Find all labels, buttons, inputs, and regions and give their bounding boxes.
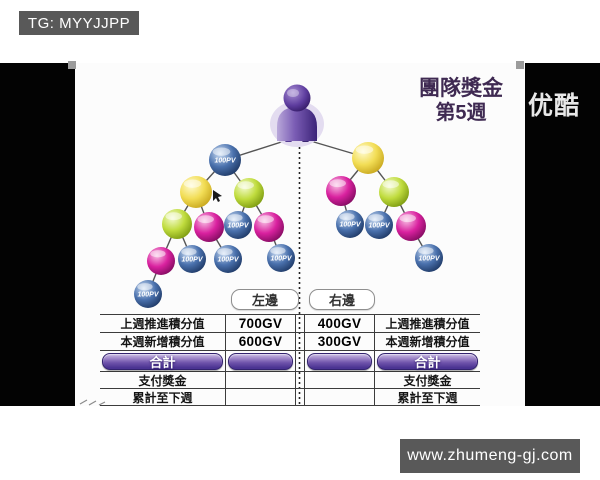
ball-highlight [150, 250, 166, 258]
ball-highlight [165, 212, 182, 221]
divider-gap [296, 333, 304, 351]
ball-highlight [227, 214, 243, 222]
ball-highlight [355, 145, 374, 154]
pay-label-right: 支付獎金 [375, 372, 480, 389]
divider-gap [296, 372, 304, 389]
youku-logo: 优酷 [528, 92, 581, 120]
total-pill-right-value [307, 352, 372, 370]
slide-title: 團隊獎金 第5週 [405, 77, 517, 125]
mouse-cursor [213, 190, 222, 202]
ball-highlight [137, 283, 153, 291]
ball-highlight [368, 214, 384, 222]
total-pill-cell [225, 351, 296, 372]
pay-value-right [304, 372, 375, 389]
value-left-prev-week: 700GV [225, 315, 296, 333]
row-label-left: 本週新增積分值 [100, 333, 225, 351]
node-pv-label: 100PV [418, 256, 440, 263]
slide-title-line2: 第5週 [435, 102, 487, 124]
value-right-prev-week: 400GV [304, 315, 375, 333]
total-pill-cell: 合計 [100, 351, 225, 372]
ball-highlight [212, 147, 231, 156]
divider-gap [296, 315, 304, 333]
ball-highlight [339, 213, 355, 221]
ball-highlight [382, 180, 399, 189]
node-pv-label: 100PV [270, 256, 292, 263]
total-pill-left-label: 合計 [102, 352, 223, 370]
website-tag: www.zhumeng-gj.com [400, 439, 580, 473]
row-label-right: 本週新增積分值 [375, 333, 480, 351]
ball-highlight [183, 179, 202, 188]
resize-handle-top-left[interactable] [68, 61, 76, 69]
zone-right-chip: 右邊 [309, 289, 375, 310]
node-pv-label: 100PV [181, 257, 203, 264]
ball-highlight [270, 247, 286, 255]
binary-tree-diagram: 100PV 100PV 100PV 100PV 100PV 100PV 100PV 100PV… [79, 84, 443, 406]
ball-highlight [329, 179, 346, 188]
ball-highlight [418, 247, 434, 255]
total-pill-cell: 合計 [375, 351, 480, 372]
ball-highlight [237, 181, 254, 190]
ball-highlight [197, 215, 214, 224]
resize-handle-top-right[interactable] [516, 61, 524, 69]
node-pv-label: 100PV [217, 257, 239, 264]
total-pill-right-label: 合計 [377, 352, 478, 370]
row-label-right: 上週推進積分值 [375, 315, 480, 333]
pay-label-left: 支付獎金 [100, 372, 225, 389]
ball-highlight [257, 215, 274, 224]
carry-value-left [225, 389, 296, 406]
node-pv-label: 100PV [137, 292, 159, 299]
ball-highlight [181, 248, 197, 256]
value-right-new-week: 300GV [304, 333, 375, 351]
carry-label-left: 累計至下週 [100, 389, 225, 406]
node-pv-label: 100PV [368, 223, 390, 230]
divider-gap [296, 389, 304, 406]
ball-highlight [399, 214, 416, 223]
slide-title-line1: 團隊獎金 [419, 77, 503, 100]
telegram-tag: TG: MYYJJPP [19, 11, 139, 35]
ball-highlight [217, 248, 233, 256]
gv-table: 上週推進積分值 700GV 400GV 上週推進積分值 本週新增積分值 600G… [100, 314, 480, 406]
zone-left-chip: 左邊 [231, 289, 299, 310]
person-icon [270, 84, 324, 147]
pen-marks [79, 399, 106, 406]
divider-gap [296, 351, 304, 372]
carry-label-right: 累計至下週 [375, 389, 480, 406]
node-pv-label: 100PV [227, 223, 249, 230]
value-left-new-week: 600GV [225, 333, 296, 351]
pay-value-left [225, 372, 296, 389]
node-pv-label: 100PV [214, 158, 236, 165]
node-pv-label: 100PV [339, 222, 361, 229]
carry-value-right [304, 389, 375, 406]
total-pill-cell [304, 351, 375, 372]
total-pill-left-value [228, 352, 293, 370]
row-label-left: 上週推進積分值 [100, 315, 225, 333]
